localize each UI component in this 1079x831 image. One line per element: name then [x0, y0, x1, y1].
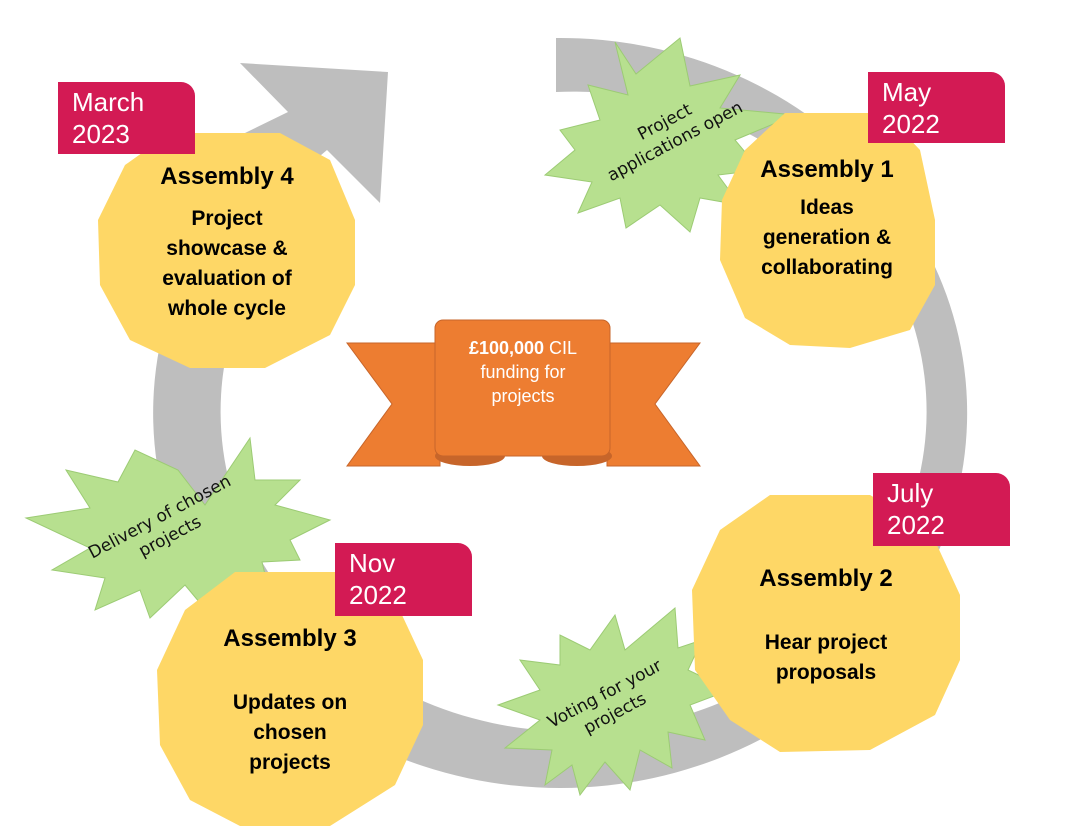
date-month: Nov: [349, 548, 396, 578]
date-year: 2022: [887, 510, 945, 540]
assembly-2-shape: [692, 495, 960, 752]
assembly-1-shape: [720, 113, 935, 348]
assembly-4-shape: [98, 133, 355, 368]
assembly-desc-line: whole cycle: [168, 297, 286, 320]
assembly-desc-line: proposals: [775, 661, 877, 684]
date-month: May: [882, 77, 932, 107]
date-month: July: [887, 478, 934, 508]
date-tag-assembly-3: Nov 2022: [335, 543, 472, 616]
assembly-desc-line: Ideas: [800, 196, 854, 219]
assembly-desc-line: Updates on: [232, 691, 348, 714]
assembly-desc-line: projects: [249, 751, 331, 774]
date-year: 2022: [882, 109, 940, 139]
burst-applications-open: [543, 37, 796, 233]
funding-cil: CIL: [544, 338, 578, 358]
assembly-desc-line: Hear project: [764, 631, 888, 654]
funding-line-3: projects: [491, 386, 555, 406]
assembly-3: Assembly 3 Updates on chosen projects: [160, 624, 420, 778]
assembly-3-shape: [157, 572, 423, 826]
funding-amount: £100,000: [468, 338, 545, 358]
funding-ribbon-text: £100,000 CIL funding for projects: [438, 336, 608, 408]
assembly-desc-line: Project: [191, 207, 263, 230]
assembly-title: Assembly 3: [223, 625, 357, 652]
assembly-2: Assembly 2 Hear project proposals: [695, 564, 957, 688]
funding-ribbon: [346, 319, 701, 467]
assembly-desc-line: showcase &: [166, 237, 288, 260]
assembly-desc-line: collaborating: [761, 256, 893, 279]
date-tag-assembly-1: May 2022: [868, 72, 1005, 143]
date-year: 2023: [72, 119, 130, 149]
date-year: 2022: [349, 580, 407, 610]
assembly-desc-line: generation &: [762, 226, 892, 249]
funding-line-2: funding for: [480, 362, 566, 382]
assembly-desc-line: chosen: [253, 721, 327, 744]
assembly-title: Assembly 1: [760, 156, 894, 183]
assembly-1: Assembly 1 Ideas generation & collaborat…: [722, 155, 932, 283]
assembly-title: Assembly 2: [759, 565, 893, 592]
date-tag-assembly-4: March 2023: [58, 82, 195, 154]
funding-line-1: £100,000 CIL: [438, 336, 608, 360]
assembly-desc-line: evaluation of: [162, 267, 292, 290]
date-month: March: [72, 87, 145, 117]
assembly-title: Assembly 4: [160, 163, 294, 190]
assembly-4: Assembly 4 Project showcase & evaluation…: [100, 162, 354, 324]
date-tag-assembly-2: July 2022: [873, 473, 1010, 546]
